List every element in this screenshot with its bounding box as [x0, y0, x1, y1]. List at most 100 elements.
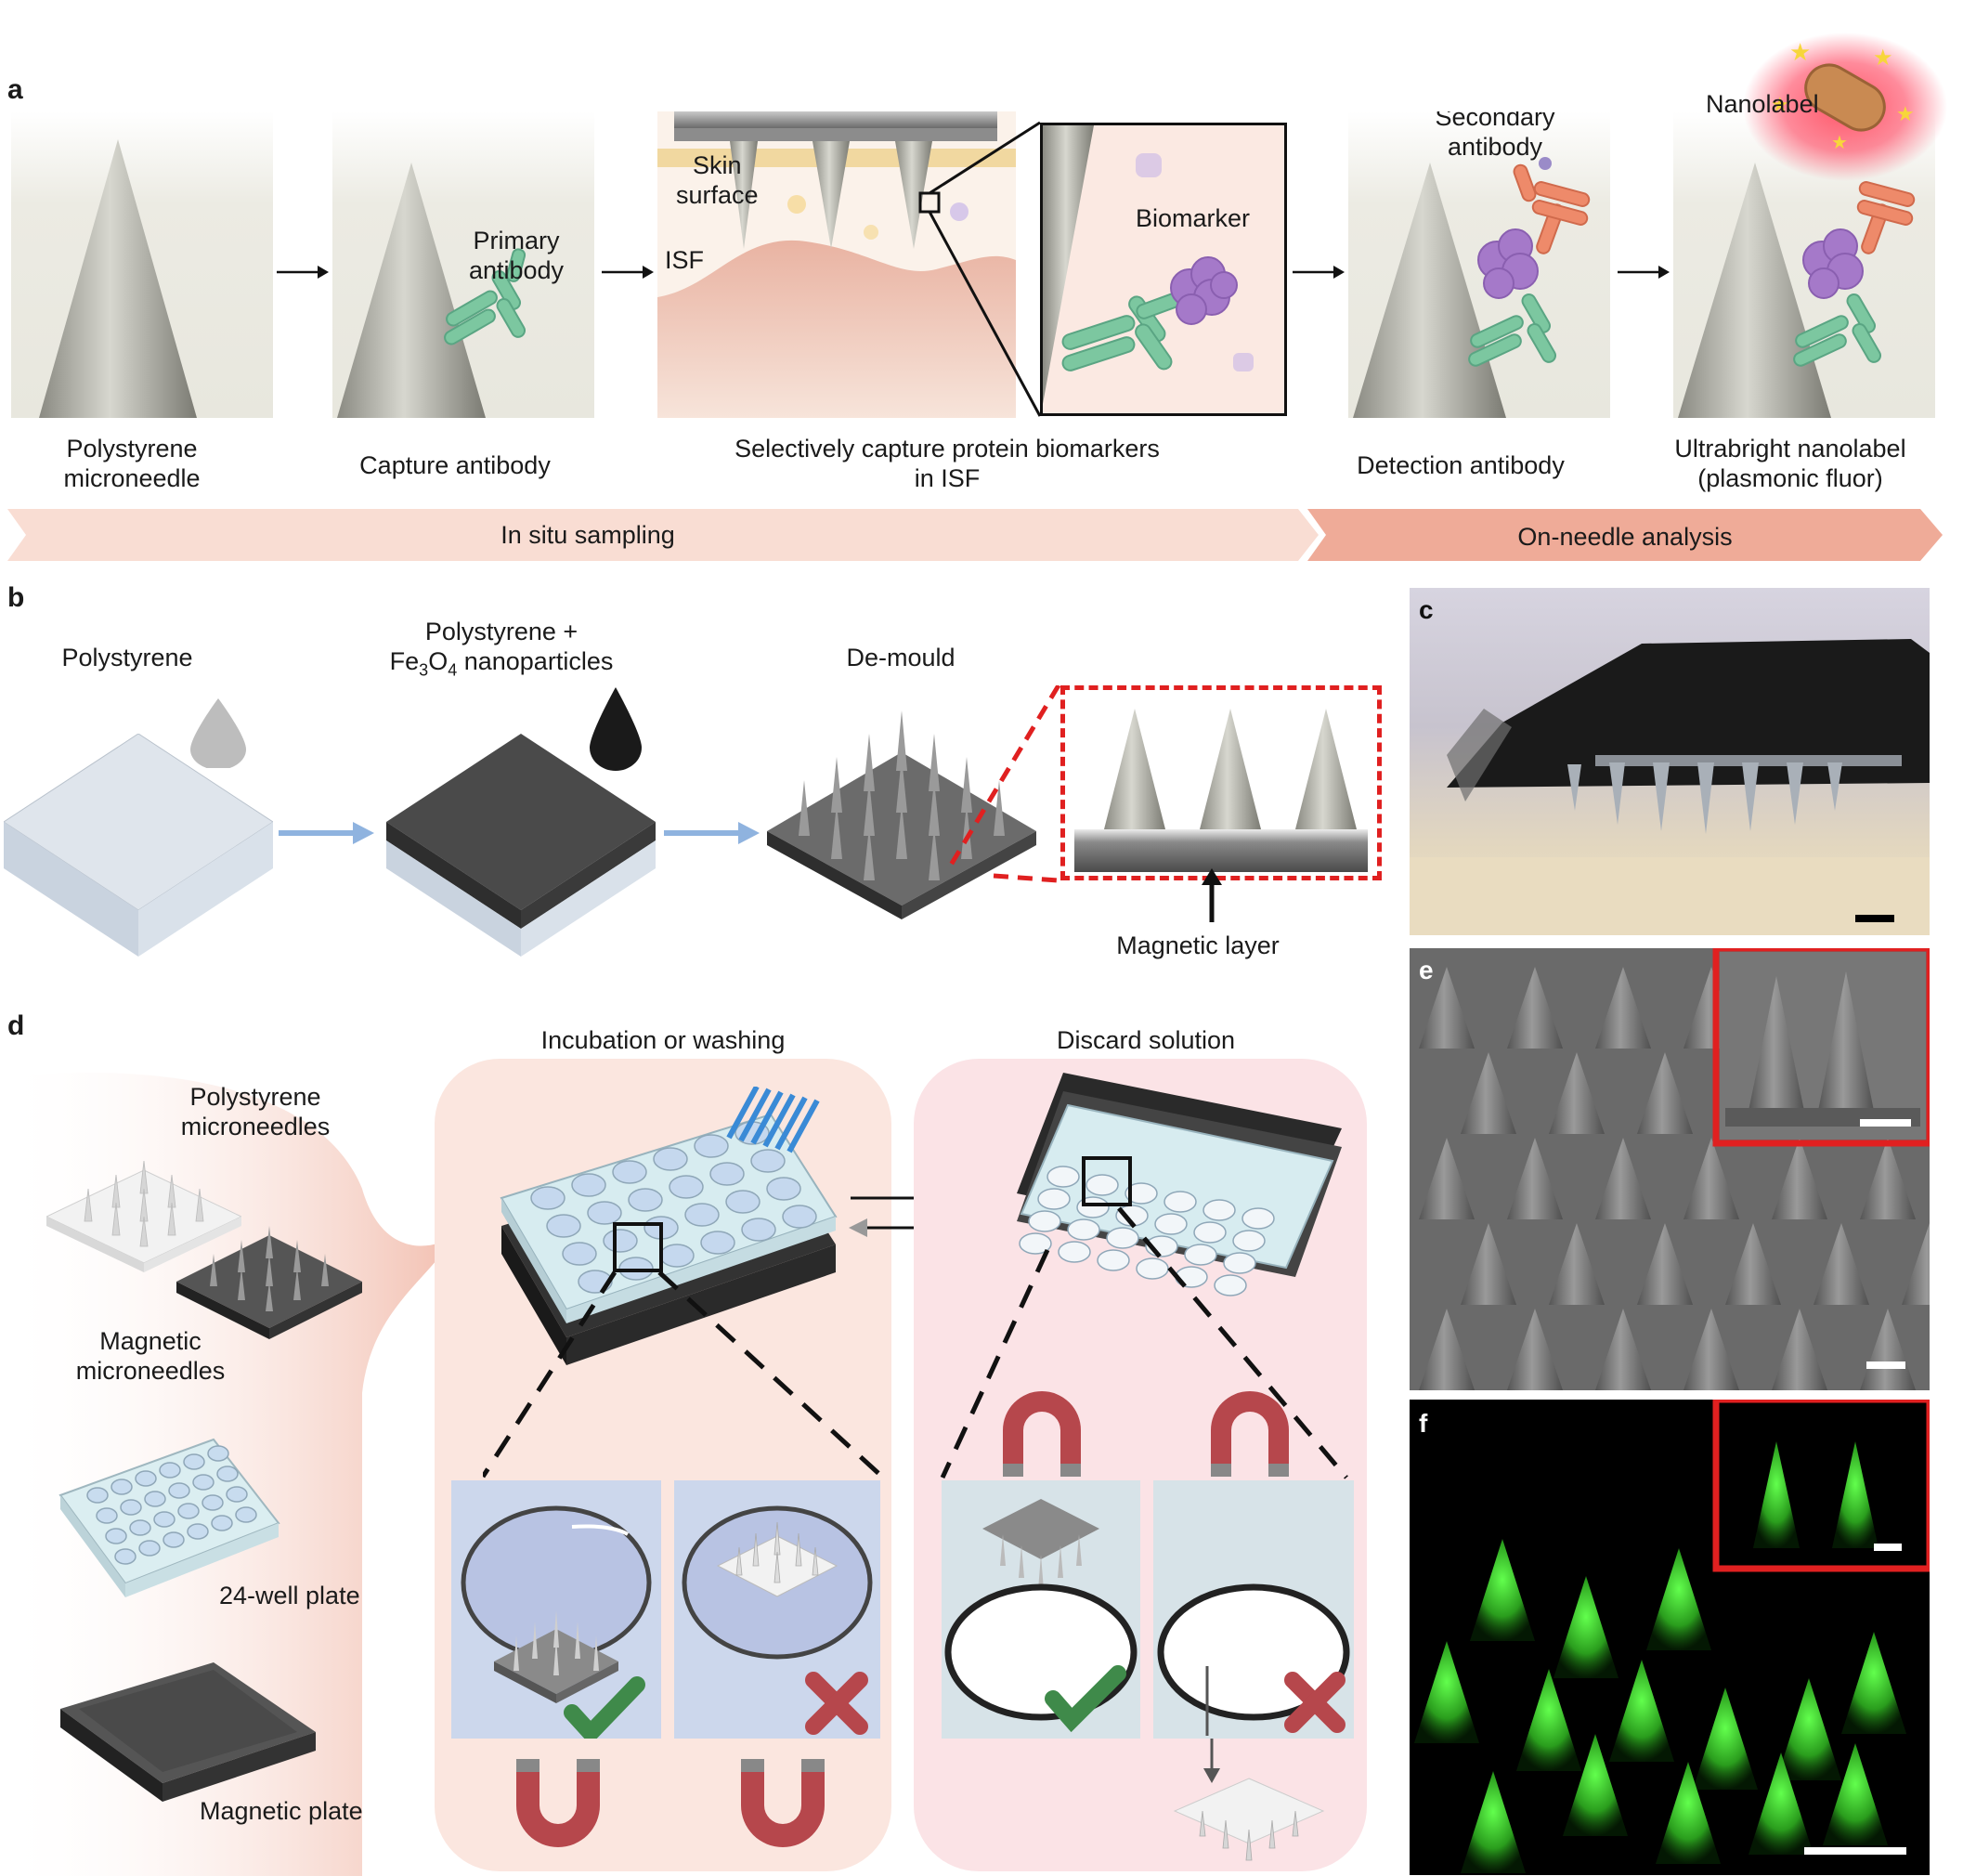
zoom-lines [919, 110, 1040, 425]
well [1214, 1274, 1247, 1296]
well [114, 1548, 136, 1565]
isf-label: ISF [665, 246, 705, 274]
magnetic-plate-label: Magnetic plate [200, 1797, 363, 1825]
panel-label-f: f [1419, 1409, 1428, 1438]
svg-text:★: ★ [1831, 131, 1848, 153]
well [1106, 1227, 1139, 1249]
sem-needle [1549, 1052, 1605, 1134]
well [1037, 1188, 1071, 1210]
zoom-dashed-lines [919, 685, 1384, 899]
well [628, 1188, 663, 1212]
scale-bar [1866, 1361, 1905, 1369]
sem-needle [1772, 1138, 1827, 1219]
well [187, 1523, 209, 1540]
demoulded-array [767, 706, 1036, 919]
nanolabel-icon: ★ ★ ★ ★ ★ [1743, 33, 1947, 181]
biomarker-icon [1477, 228, 1539, 299]
needle [812, 141, 850, 249]
arrow-right-icon [600, 258, 654, 286]
sem-needle [1419, 967, 1475, 1049]
primary-antibody-icon [444, 248, 526, 345]
well [135, 1470, 157, 1487]
well [1202, 1199, 1236, 1221]
fluorescent-needle [1776, 1678, 1841, 1780]
well [1242, 1207, 1275, 1230]
sem-needle [1725, 1223, 1781, 1305]
well [1019, 1232, 1052, 1255]
well-plate-label: 24-well plate [219, 1582, 360, 1609]
well [1154, 1213, 1188, 1235]
fluorescent-needle [1646, 1548, 1711, 1650]
inverted-plate [989, 1073, 1360, 1361]
mould-empty [4, 734, 273, 957]
b-step2-label: Polystyrene + Fe3O4 nanoparticles [389, 618, 614, 680]
scale-bar [1804, 1847, 1906, 1855]
well [129, 1519, 151, 1536]
well-plate-icon [51, 1430, 283, 1607]
magnet-above-icon [995, 1384, 1088, 1486]
well [144, 1491, 166, 1507]
well [1028, 1210, 1061, 1232]
sem-needle [1549, 1223, 1605, 1305]
sem-needle [1772, 1309, 1827, 1390]
biomarker-icon [1170, 256, 1238, 325]
well [162, 1531, 185, 1548]
fluorescent-needle [1656, 1762, 1721, 1864]
magnet-below-icon [507, 1750, 609, 1861]
polystyrene-microneedles-label: Polystyrene microneedles [180, 1083, 331, 1140]
well [96, 1507, 118, 1524]
svg-text:★: ★ [1873, 45, 1893, 71]
well [1164, 1191, 1197, 1213]
droplet-black-icon [590, 687, 642, 771]
sem-needle [1595, 1138, 1651, 1219]
arrow-blue-icon [659, 819, 761, 847]
sem-needle [1860, 1138, 1916, 1219]
well [669, 1175, 704, 1199]
well-inset-polystyrene-fail [674, 1480, 880, 1739]
well [700, 1231, 735, 1255]
sem-needle [1684, 1138, 1739, 1219]
sem-needle [1419, 1309, 1475, 1390]
well [741, 1218, 776, 1242]
svg-text:★: ★ [1789, 39, 1811, 67]
primary-antibody-label: Primary antibody [468, 227, 565, 284]
panel-label-c: c [1419, 595, 1434, 624]
sem-needle [1637, 1223, 1693, 1305]
well [120, 1499, 142, 1516]
a-step2-image: Primary antibody [332, 111, 594, 418]
well [684, 1203, 720, 1227]
well-inset-magnetic-ok [451, 1480, 661, 1739]
check-icon [1045, 1665, 1126, 1733]
fluorescent-needle [1748, 1752, 1814, 1855]
fluorescent-needle [1461, 1771, 1526, 1873]
biomarker-inset: Biomarker [1040, 123, 1287, 416]
needle [895, 141, 932, 249]
discard-zoom-lines [938, 1204, 1365, 1482]
biomarker-label: Biomarker [1136, 204, 1251, 232]
panel-label-a: a [7, 74, 23, 105]
well [211, 1515, 233, 1531]
incubation-label: Incubation or washing [540, 1026, 786, 1054]
well [177, 1503, 200, 1519]
well [659, 1244, 695, 1268]
sem-needle [1637, 1052, 1693, 1134]
magnetic-layer-label: Magnetic layer [1116, 931, 1280, 959]
secondary-antibody-icon [1513, 163, 1591, 254]
well [694, 1134, 729, 1158]
sem-needle [1902, 1223, 1930, 1305]
sem-needle [1684, 1309, 1739, 1390]
photo-e-sem: e [1410, 948, 1930, 1390]
scale-bar [1855, 915, 1894, 922]
a-step2-caption: Capture antibody [359, 451, 551, 479]
svg-text:★: ★ [1896, 103, 1915, 126]
a-step3-skin-image: Skin surface ISF [657, 111, 1016, 418]
check-icon [564, 1676, 645, 1739]
well [587, 1201, 622, 1225]
sem-needle [1507, 1138, 1563, 1219]
magnet-below-icon [732, 1750, 834, 1861]
sem-needle [1860, 1309, 1916, 1390]
fluorescent-needle [1841, 1632, 1906, 1734]
well-inset-discard-fail [1153, 1480, 1354, 1739]
fluorescent-needle [1414, 1641, 1479, 1743]
well [202, 1494, 224, 1511]
